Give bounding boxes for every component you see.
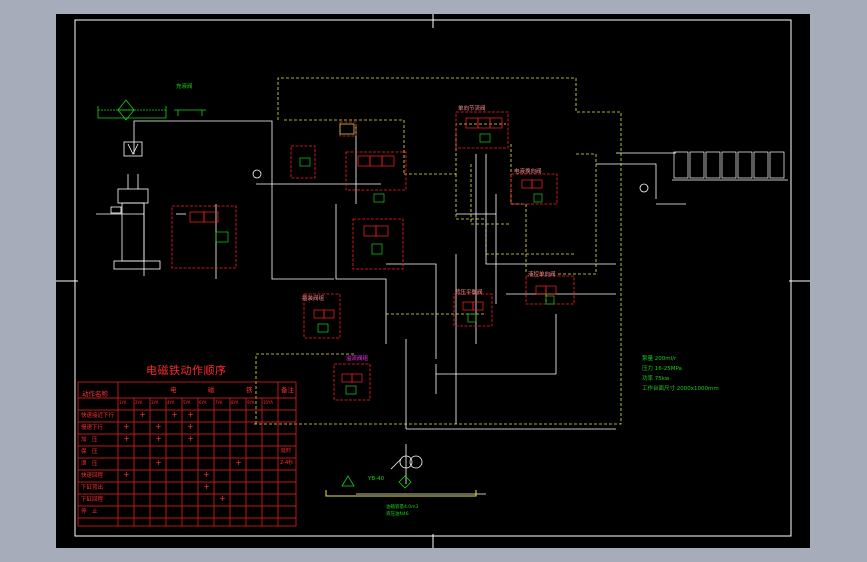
pressure-gauges (252, 169, 649, 469)
sequence-table-title: 电磁铁动作顺序 (146, 364, 227, 377)
energized-mark: + (123, 434, 130, 443)
pump-label: YB-40 (368, 476, 385, 482)
energized-mark: + (219, 494, 226, 503)
energized-mark: + (203, 470, 210, 479)
energized-mark: + (187, 410, 194, 419)
centering-marks (56, 14, 810, 548)
magnet-header-2ya: 2YA (135, 400, 143, 405)
magnet-header-9ya: 9YA (247, 400, 255, 405)
solenoid-valves (189, 117, 557, 395)
bottom-filter (341, 475, 412, 489)
spec-4: 工作台面尺寸 2000x1000mm (642, 386, 719, 392)
spec-1: 泵量 200ml/r (642, 356, 677, 362)
magnet-header-8ya: 8YA (231, 400, 239, 405)
energized-mark: + (155, 458, 162, 467)
table-header-remarks: 备注 (281, 386, 294, 394)
oil-tank (325, 490, 477, 497)
table-header-iron: 铁 (246, 386, 253, 394)
table-header-electro: 电 (170, 386, 177, 394)
action-row-label: 停 止 (81, 509, 98, 515)
spec-2: 压力 16-25MPa (642, 366, 682, 372)
magnet-header-3ya: 3YA (151, 400, 159, 405)
main-cylinder (110, 174, 161, 270)
prefill-check-valve (123, 141, 143, 157)
magnet-header-10ya: 10YA (263, 400, 273, 405)
energized-mark: + (123, 470, 130, 479)
pilot-lines (252, 77, 622, 425)
prefill-tank (97, 99, 206, 121)
energized-mark: + (203, 482, 210, 491)
action-row-label: 泄 压 (81, 461, 98, 467)
valve-title-6: 溢流阀组 (346, 356, 369, 362)
energized-mark: + (123, 422, 130, 431)
magnet-header-7ya: 7YA (215, 400, 223, 405)
energized-mark: + (155, 434, 162, 443)
spec-3: 功率 75kw (642, 376, 670, 382)
action-row-label: 下缸回程 (81, 497, 104, 503)
electromagnet-sequence-table: 动作名称 电 磁 铁 备注 1YA 2YA 3YA 4YA 5YA 6YA 7YA 8YA 9Y… (78, 382, 296, 526)
action-row-label: 慢速下行 (81, 425, 104, 431)
energized-mark: + (187, 434, 194, 443)
action-row-label: 加 压 (81, 437, 98, 443)
prefill-valve-label: 充液阀 (176, 84, 193, 90)
valve-title-2: 单向节流阀 (458, 106, 486, 112)
pump-motor (390, 455, 423, 470)
valve-title-5: 液控单向阀 (528, 272, 556, 278)
action-row-label: 快速接近下行 (81, 413, 115, 419)
side-cylinders (672, 151, 788, 181)
sequence-table-grid (77, 381, 297, 527)
pressure-lines (96, 120, 686, 495)
magnet-header-5ya: 5YA (183, 400, 191, 405)
energized-mark: + (187, 422, 194, 431)
table-note-hold: 延时 (281, 448, 292, 454)
valve-blocks (171, 111, 575, 401)
valve-title-4: 背压平衡阀 (455, 290, 483, 296)
action-row-label: 保 压 (81, 449, 98, 455)
energized-mark: + (235, 458, 242, 467)
action-row-label: 快速回程 (81, 473, 104, 479)
drawing-sheet: 充液阀 电磁铁动作顺序 插装阀组 单向节流阀 电液换向阀 背压平衡阀 液控单向阀… (56, 14, 810, 548)
magnet-header-4ya: 4YA (167, 400, 175, 405)
action-row-label: 下缸顶出 (81, 485, 104, 491)
table-note-release: 2-4秒 (280, 460, 294, 466)
table-header-magnet: 磁 (208, 386, 215, 394)
valve-title-3: 电液换向阀 (514, 169, 542, 175)
magnet-header-6ya: 6YA (199, 400, 207, 405)
tank-note-2: 液压油N46 (386, 512, 409, 517)
energized-mark: + (155, 422, 162, 431)
energized-mark: + (139, 410, 146, 419)
energized-mark: + (171, 410, 178, 419)
valve-title-1: 插装阀组 (302, 296, 325, 302)
hydraulic-schematic (56, 14, 810, 548)
table-header-action: 动作名称 (82, 390, 108, 398)
magnet-header-1ya: 1YA (119, 400, 127, 405)
tank-note-1: 油箱容量4.0m3 (386, 505, 419, 510)
